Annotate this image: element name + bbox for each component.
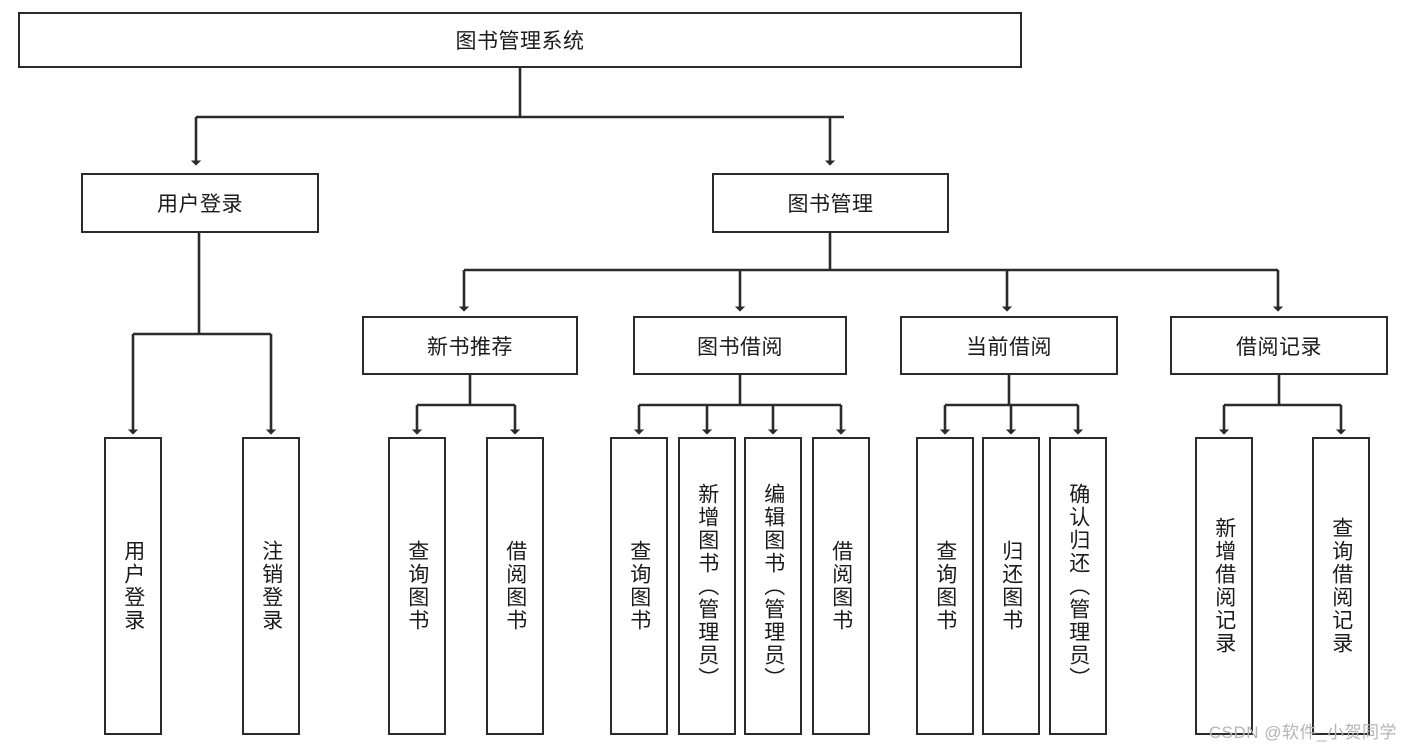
leaf-query-book-2[interactable]: 查询图书 [610,437,668,735]
leaf-borrow-book-2-label: 借阅图书 [829,540,853,632]
leaf-edit-book[interactable]: 编辑图书（管理员） [744,437,802,735]
node-root-label: 图书管理系统 [455,30,585,53]
leaf-add-book[interactable]: 新增图书（管理员） [678,437,736,735]
leaf-return-book-label: 归还图书 [999,540,1023,632]
leaf-query-book-1-label: 查询图书 [405,540,429,632]
leaf-return-book[interactable]: 归还图书 [982,437,1040,735]
leaf-logout-label: 注销登录 [259,540,283,632]
leaf-add-book-label: 新增图书（管理员） [695,482,719,690]
leaf-add-record[interactable]: 新增借阅记录 [1195,437,1253,735]
leaf-add-record-label: 新增借阅记录 [1212,517,1236,655]
node-user-login-label: 用户登录 [157,193,243,216]
leaf-query-record-label: 查询借阅记录 [1329,517,1353,655]
leaf-query-book-1[interactable]: 查询图书 [388,437,446,735]
node-new-book-recommend-label: 新书推荐 [427,335,513,359]
node-book-manage-label: 图书管理 [787,193,874,216]
leaf-user-login[interactable]: 用户登录 [104,437,162,735]
node-user-login[interactable]: 用户登录 [81,173,319,233]
leaf-confirm-return[interactable]: 确认归还（管理员） [1049,437,1107,735]
node-new-book-recommend[interactable]: 新书推荐 [362,316,578,375]
leaf-edit-book-label: 编辑图书（管理员） [761,482,785,690]
leaf-query-book-3[interactable]: 查询图书 [916,437,974,735]
leaf-query-record[interactable]: 查询借阅记录 [1312,437,1370,735]
node-book-borrow[interactable]: 图书借阅 [633,316,847,375]
leaf-borrow-book-2[interactable]: 借阅图书 [812,437,870,735]
leaf-borrow-book-1[interactable]: 借阅图书 [486,437,544,735]
leaf-borrow-book-1-label: 借阅图书 [503,540,527,632]
leaf-confirm-return-label: 确认归还（管理员） [1066,482,1090,690]
node-current-borrow-label: 当前借阅 [966,335,1052,359]
watermark: CSDN @软件_小贺同学 [1208,723,1397,742]
node-borrow-record[interactable]: 借阅记录 [1170,316,1388,375]
node-current-borrow[interactable]: 当前借阅 [900,316,1118,375]
leaf-query-book-2-label: 查询图书 [627,540,651,632]
node-book-borrow-label: 图书借阅 [697,335,783,359]
node-borrow-record-label: 借阅记录 [1236,335,1322,359]
leaf-user-login-label: 用户登录 [121,540,145,632]
node-book-manage[interactable]: 图书管理 [712,173,949,233]
leaf-logout[interactable]: 注销登录 [242,437,300,735]
leaf-query-book-3-label: 查询图书 [933,540,957,632]
node-root[interactable]: 图书管理系统 [18,12,1022,68]
